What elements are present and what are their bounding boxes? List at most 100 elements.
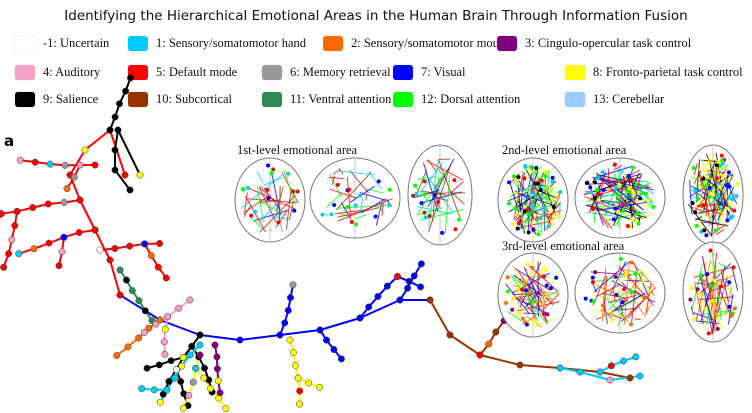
connection-line bbox=[334, 209, 365, 215]
tree-node bbox=[290, 349, 297, 356]
brain-node bbox=[708, 283, 713, 288]
area-label-2nd: 2nd-level emotional area bbox=[502, 143, 627, 157]
connection-line bbox=[596, 201, 652, 212]
tree-node bbox=[96, 246, 104, 254]
brain-node bbox=[694, 223, 699, 228]
tree-node bbox=[156, 398, 164, 406]
connection-line bbox=[523, 266, 540, 302]
connection-line bbox=[355, 214, 367, 220]
connection-line bbox=[699, 276, 715, 329]
connection-line bbox=[586, 211, 631, 220]
tree-node bbox=[374, 293, 382, 300]
connection-line bbox=[713, 172, 721, 198]
brain-node bbox=[542, 274, 547, 279]
brain-node bbox=[253, 209, 258, 214]
tree-node bbox=[0, 210, 5, 218]
connection-line bbox=[704, 299, 713, 319]
tree-node bbox=[165, 378, 173, 385]
tree-node bbox=[154, 263, 162, 271]
tree-node bbox=[211, 341, 219, 349]
brain-node bbox=[550, 175, 555, 180]
brain-node bbox=[593, 270, 598, 275]
tree-node bbox=[632, 353, 640, 361]
legend-swatch bbox=[565, 92, 585, 107]
brain-node bbox=[642, 295, 647, 300]
brain-node bbox=[636, 221, 641, 226]
connection-line bbox=[614, 307, 636, 311]
tree-node bbox=[126, 242, 134, 250]
connection-line bbox=[694, 216, 703, 221]
connection-line bbox=[422, 162, 439, 212]
tree-node bbox=[213, 353, 221, 361]
brain-node bbox=[332, 203, 337, 208]
brain-node bbox=[554, 275, 559, 280]
legend-swatch bbox=[128, 36, 148, 51]
connection-line bbox=[368, 171, 383, 190]
connection-line bbox=[349, 169, 369, 194]
brain-node bbox=[517, 311, 522, 316]
tree-node bbox=[576, 368, 584, 376]
connection-line bbox=[618, 265, 655, 306]
connection-line bbox=[544, 187, 551, 214]
brain-node bbox=[357, 193, 362, 198]
brain-node bbox=[558, 190, 563, 195]
tree-node bbox=[189, 378, 197, 386]
tree-node bbox=[60, 233, 68, 241]
brain-node bbox=[354, 222, 359, 227]
brain-node bbox=[422, 192, 427, 197]
tree-node bbox=[8, 236, 16, 244]
brain-node bbox=[704, 307, 709, 312]
tree-node bbox=[296, 400, 303, 408]
legend-item: 10: Subcortical bbox=[128, 92, 232, 107]
tree-edge bbox=[109, 259, 121, 296]
tree-node bbox=[188, 342, 196, 350]
brain-node bbox=[621, 202, 626, 207]
tree-node bbox=[185, 391, 193, 399]
tree-node bbox=[152, 320, 160, 328]
tree-node bbox=[383, 282, 391, 290]
connection-line bbox=[691, 181, 728, 199]
brain-node bbox=[610, 317, 615, 322]
connection-line bbox=[645, 282, 652, 316]
tree-node bbox=[296, 387, 304, 395]
tree-node bbox=[63, 185, 71, 193]
brain-node bbox=[240, 187, 245, 192]
connection-line bbox=[694, 282, 706, 285]
connection-line bbox=[523, 312, 541, 315]
brain-node bbox=[520, 316, 525, 321]
connection-line bbox=[438, 158, 451, 160]
tree-node bbox=[626, 374, 634, 382]
brain-node bbox=[526, 211, 531, 216]
brain-node bbox=[629, 260, 634, 265]
brain-node bbox=[588, 185, 593, 190]
legend-swatch bbox=[15, 36, 35, 51]
brain-node bbox=[522, 209, 527, 214]
tree-node bbox=[276, 331, 284, 339]
brain-node bbox=[512, 295, 517, 300]
tree-node bbox=[159, 390, 167, 398]
brain-node bbox=[556, 214, 561, 219]
tree-node bbox=[330, 346, 338, 353]
brain-node bbox=[538, 216, 543, 221]
tree-node bbox=[294, 374, 302, 382]
connection-line bbox=[328, 176, 344, 180]
connection-line bbox=[511, 276, 546, 323]
connection-line bbox=[510, 274, 537, 298]
tree-node bbox=[15, 250, 23, 258]
brain-node bbox=[522, 204, 527, 209]
legend-item: 13: Cerebellar bbox=[565, 92, 664, 107]
connection-line bbox=[514, 267, 551, 291]
connection-line bbox=[689, 180, 693, 215]
tree-node bbox=[31, 158, 39, 166]
tree-node bbox=[161, 350, 169, 358]
brain-node bbox=[593, 180, 598, 185]
tree-node bbox=[13, 207, 21, 215]
tree-node bbox=[196, 331, 204, 339]
tree-node bbox=[160, 338, 168, 346]
brain-node bbox=[601, 187, 606, 192]
tree-node bbox=[179, 353, 187, 361]
connection-line bbox=[700, 286, 712, 322]
connection-line bbox=[528, 276, 554, 306]
connection-line bbox=[599, 174, 649, 188]
tree-node bbox=[175, 304, 183, 312]
